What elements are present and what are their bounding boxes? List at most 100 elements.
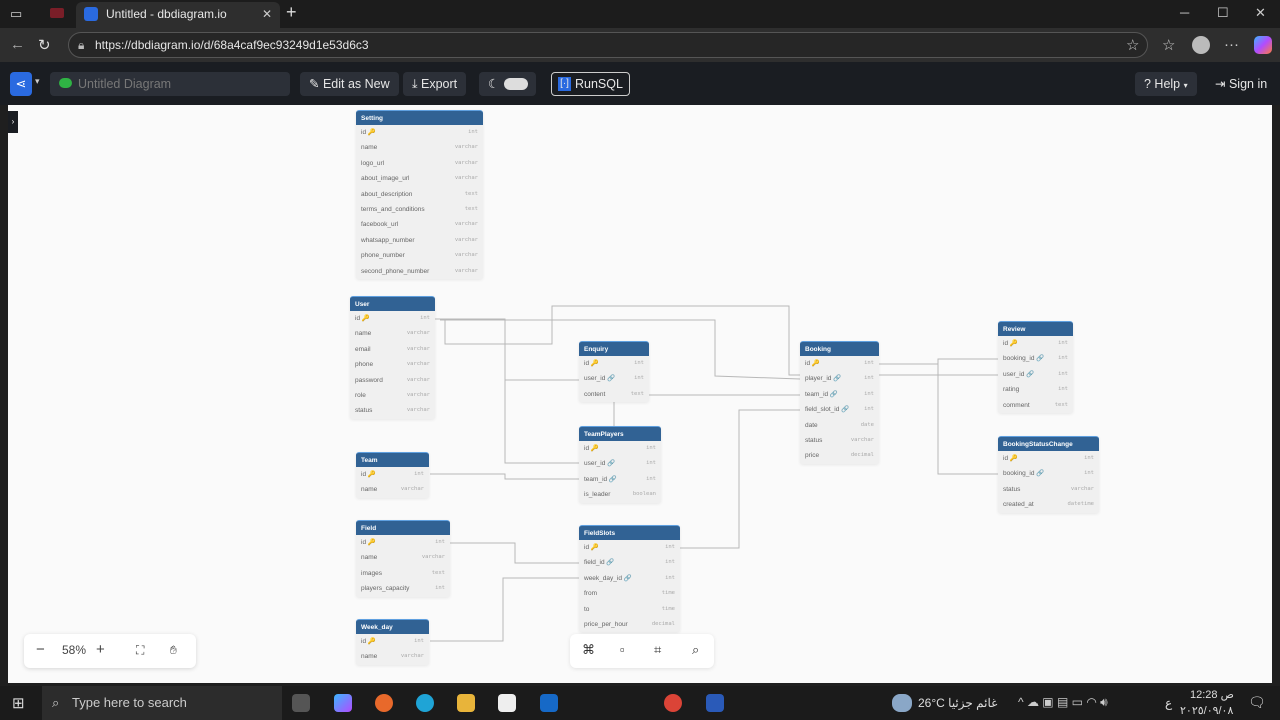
table-column[interactable]: field_slot_id 🔗int bbox=[800, 402, 879, 417]
edge-icon[interactable] bbox=[416, 694, 434, 712]
table-column[interactable]: week_day_id 🔗int bbox=[579, 571, 680, 586]
copilot-icon[interactable] bbox=[1254, 36, 1272, 54]
tab-actions-icon[interactable]: ▭ bbox=[10, 6, 23, 21]
table-column[interactable]: id 🔑int bbox=[356, 125, 483, 140]
tray-icons[interactable]: ^ ☁ ▣ ▤ ▭ ◠ 🔊︎ bbox=[1018, 695, 1108, 709]
table-column[interactable]: id 🔑int bbox=[356, 535, 450, 550]
maximize-icon[interactable]: ☐ bbox=[1217, 5, 1229, 20]
more-icon[interactable]: ··· bbox=[1224, 36, 1239, 53]
table-column[interactable]: field_id 🔗int bbox=[579, 555, 680, 570]
close-window-icon[interactable]: ✕ bbox=[1255, 5, 1266, 20]
taskbar-search[interactable]: ⌕Type here to search bbox=[42, 686, 282, 720]
back-icon[interactable]: ← bbox=[10, 36, 25, 53]
profile-avatar[interactable] bbox=[1192, 36, 1210, 54]
table-header[interactable]: TeamPlayers bbox=[579, 426, 661, 441]
table-column[interactable]: user_id 🔗int bbox=[579, 456, 661, 471]
highlight-icon[interactable]: ▫ bbox=[620, 642, 625, 657]
task-view-icon[interactable] bbox=[292, 694, 310, 712]
runsql-button[interactable]: [·]RunSQL bbox=[551, 72, 630, 96]
file-explorer-icon[interactable] bbox=[457, 694, 475, 712]
table-column[interactable]: id 🔑int bbox=[356, 634, 429, 649]
tab-active[interactable]: Untitled - dbdiagram.io ✕ bbox=[76, 2, 280, 28]
table-column[interactable]: id 🔑int bbox=[800, 356, 879, 371]
chrome-icon[interactable] bbox=[664, 694, 682, 712]
new-tab-button[interactable]: + bbox=[286, 2, 297, 22]
table-column[interactable]: id 🔑int bbox=[998, 336, 1073, 351]
youtube-tab-icon[interactable] bbox=[50, 8, 64, 18]
clock-time[interactable]: 12:28 ص bbox=[1190, 689, 1234, 701]
table-header[interactable]: Week_day bbox=[356, 619, 429, 634]
expand-sidebar-button[interactable]: › bbox=[8, 111, 18, 133]
table-header[interactable]: Team bbox=[356, 452, 429, 467]
minimize-icon[interactable]: ─ bbox=[1180, 5, 1190, 20]
copilot-taskbar-icon[interactable] bbox=[334, 694, 352, 712]
table-header[interactable]: BookingStatusChange bbox=[998, 436, 1099, 451]
zoom-out-button[interactable]: − bbox=[36, 641, 45, 658]
table-header[interactable]: Booking bbox=[800, 341, 879, 356]
fit-view-icon[interactable]: ⛶ bbox=[136, 643, 145, 657]
diagram-name-input[interactable]: Untitled Diagram bbox=[50, 72, 290, 96]
table-column[interactable]: user_id 🔗int bbox=[579, 371, 649, 386]
sign-in-button[interactable]: ⇥ Sign in bbox=[1206, 72, 1276, 96]
auto-arrange-icon[interactable]: ⌘ bbox=[582, 642, 595, 657]
windows-start-icon[interactable]: ⊞ bbox=[12, 695, 25, 712]
crop-icon[interactable]: ⌗ bbox=[654, 642, 662, 657]
table-column[interactable]: id 🔑int bbox=[356, 467, 429, 482]
table-column[interactable]: id 🔑int bbox=[579, 441, 661, 456]
app-icon[interactable] bbox=[706, 694, 724, 712]
help-button[interactable]: ? Help ▾ bbox=[1135, 72, 1197, 96]
favorite-star-icon[interactable]: ☆ bbox=[1126, 37, 1140, 54]
table-column[interactable]: booking_id 🔗int bbox=[998, 351, 1073, 366]
firefox-icon[interactable] bbox=[375, 694, 393, 712]
outlook-icon[interactable] bbox=[540, 694, 558, 712]
url-input[interactable]: 🔒︎https://dbdiagram.io/d/68a4caf9ec93249… bbox=[68, 32, 1148, 58]
table-column[interactable]: id 🔑int bbox=[579, 356, 649, 371]
language-indicator[interactable]: ع bbox=[1165, 696, 1173, 710]
table-header[interactable]: Review bbox=[998, 321, 1073, 336]
notifications-icon[interactable]: 🗨︎ bbox=[1248, 694, 1266, 710]
table-column[interactable]: team_id 🔗int bbox=[800, 387, 879, 402]
table-header[interactable]: Setting bbox=[356, 110, 483, 125]
export-button[interactable]: ⤓ Export bbox=[403, 72, 467, 96]
zoom-in-button[interactable]: + bbox=[96, 641, 105, 658]
clock-date[interactable]: ٢٠٢٥/٠٩/٠٨ bbox=[1180, 705, 1234, 717]
table-header[interactable]: User bbox=[350, 296, 435, 311]
table-column[interactable]: user_id 🔗int bbox=[998, 367, 1073, 382]
dark-mode-toggle[interactable]: ☾ bbox=[479, 72, 536, 96]
weather-text[interactable]: 26°C غائم جزئيا bbox=[918, 696, 998, 710]
search-icon[interactable]: ⌕ bbox=[692, 642, 700, 657]
table-column[interactable]: player_id 🔗int bbox=[800, 371, 879, 386]
